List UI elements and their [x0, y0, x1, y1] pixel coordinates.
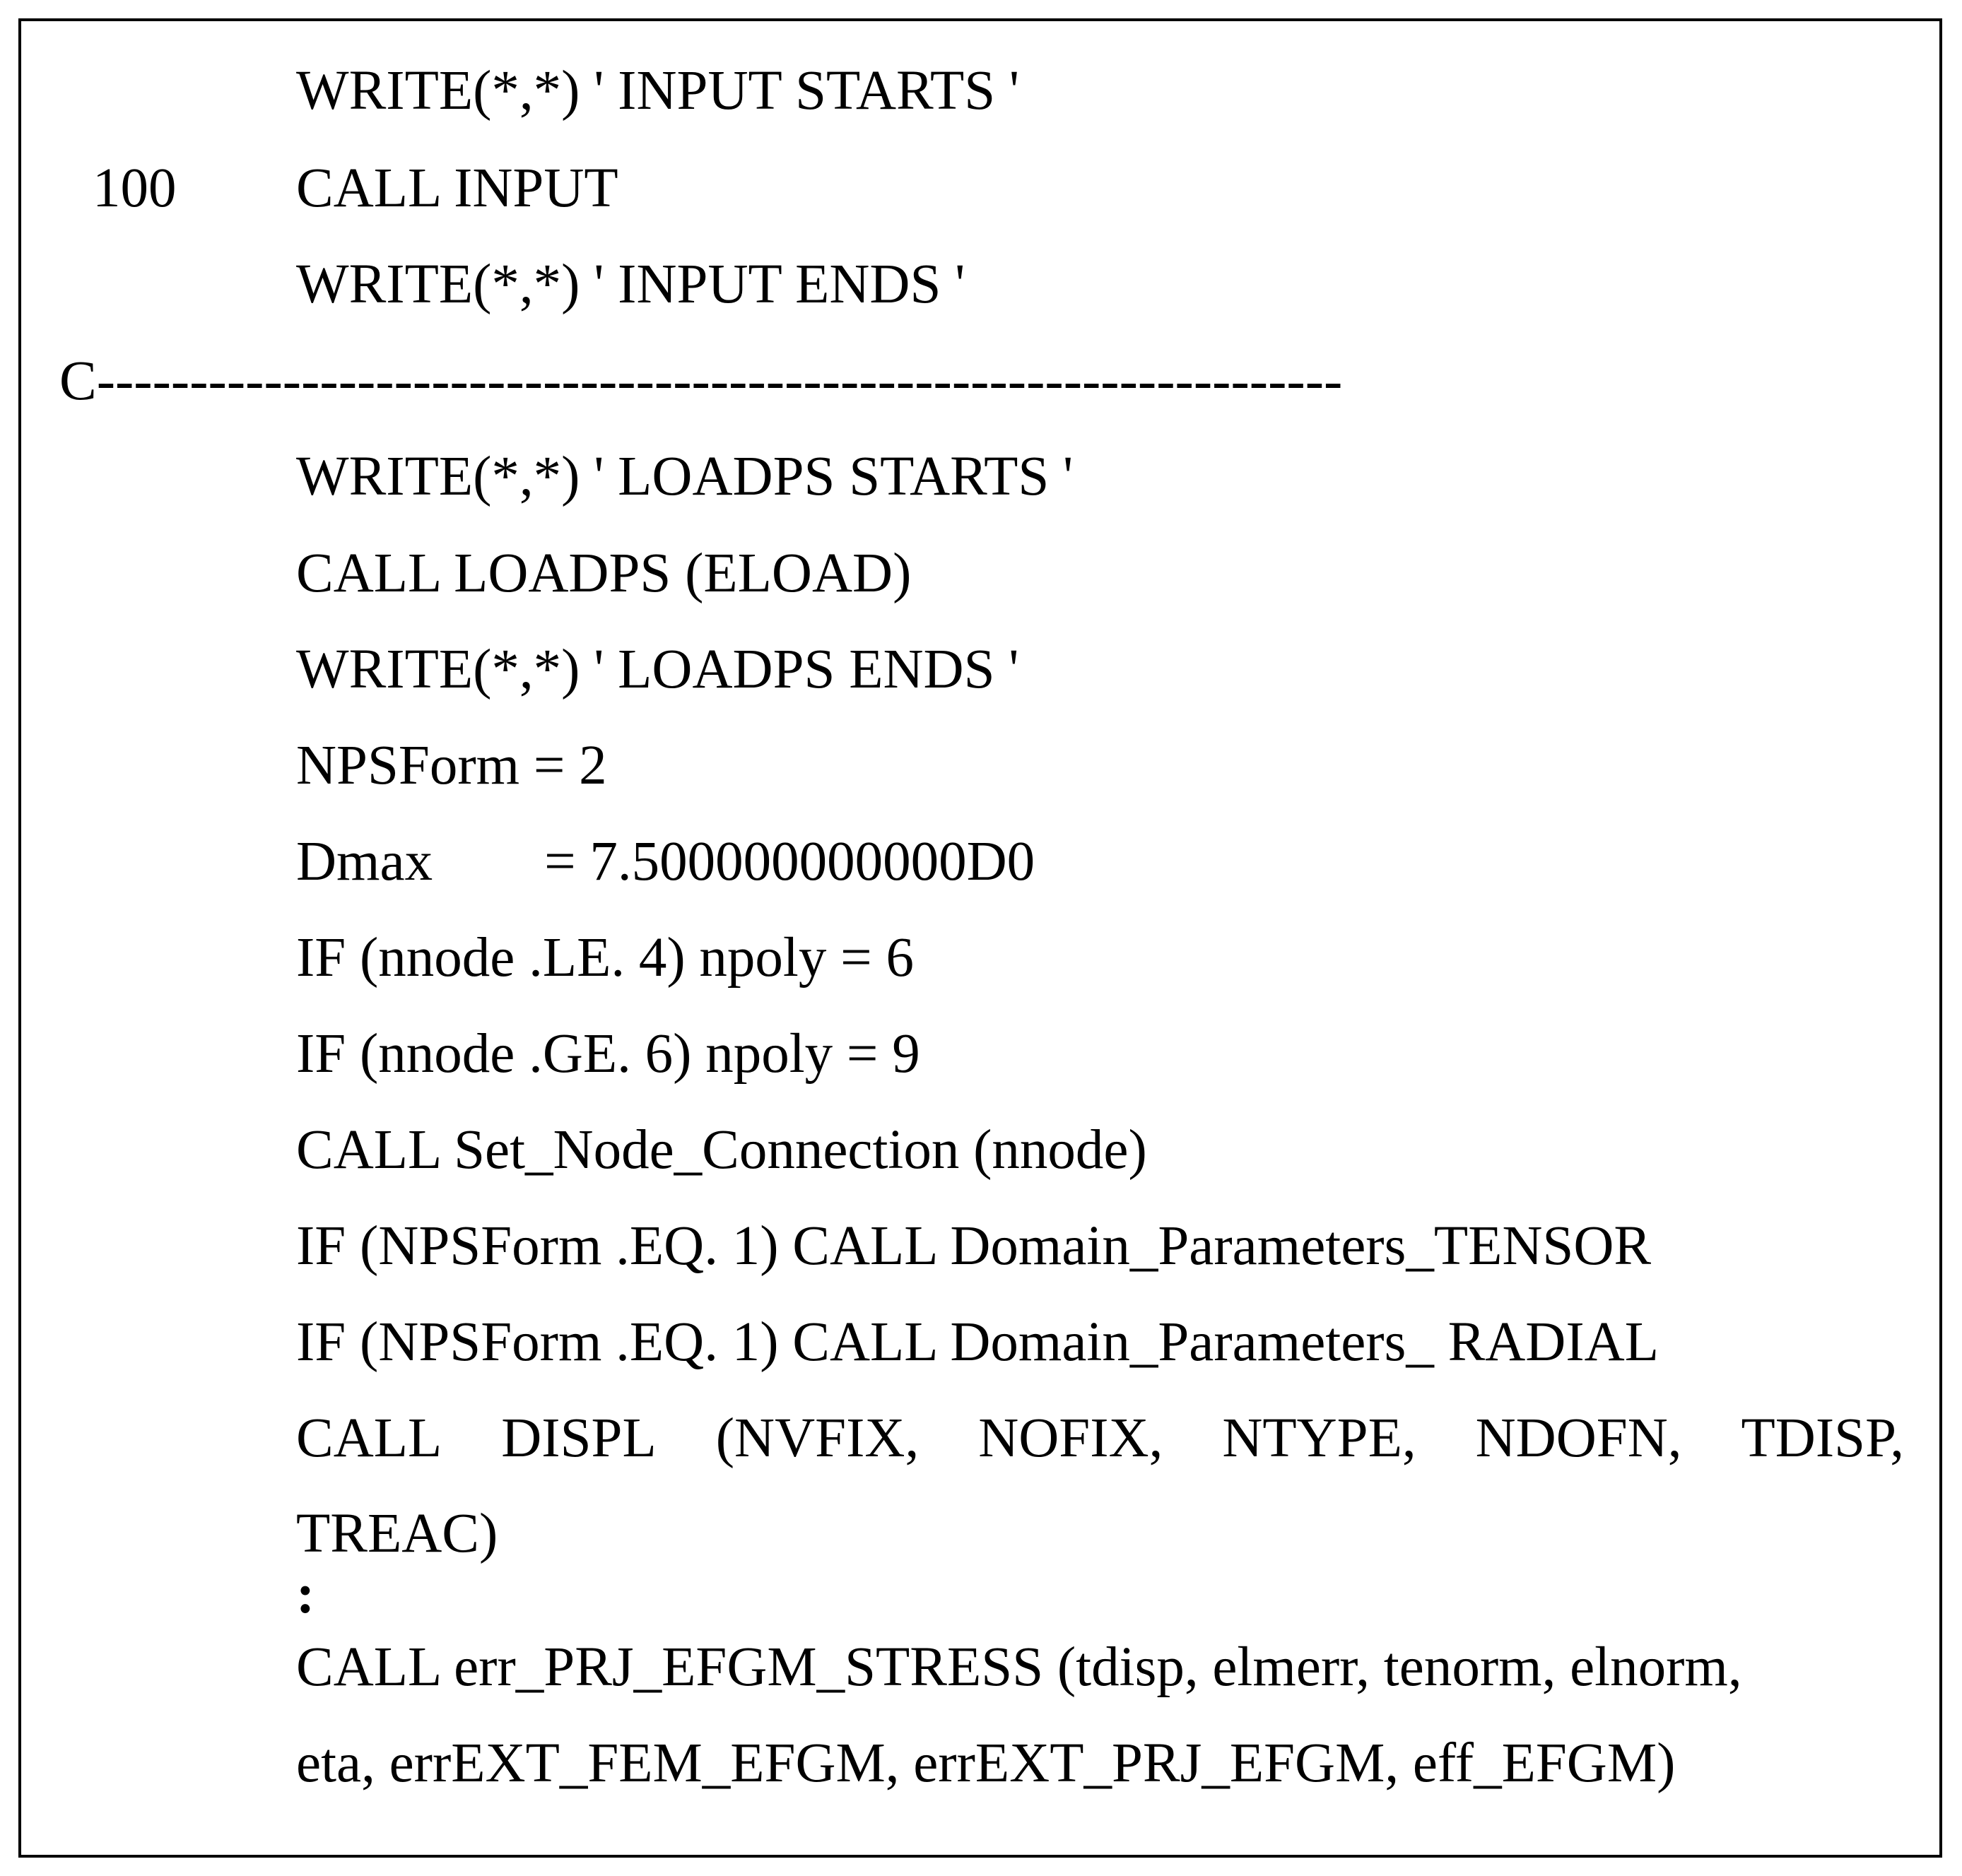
code-line-10: IF (nnode .LE. 4) npoly = 6	[296, 927, 914, 989]
code-line-3: WRITE(*,*) ' INPUT ENDS '	[296, 254, 965, 315]
code-line-1: WRITE(*,*) ' INPUT STARTS '	[296, 60, 1020, 122]
code-line-13: IF (NPSForm .EQ. 1) CALL Domain_Paramete…	[296, 1215, 1652, 1277]
code-listing-frame	[18, 18, 1942, 1858]
code-word: DISPL	[501, 1408, 657, 1469]
code-line-5: WRITE(*,*) ' LOADPS STARTS '	[296, 446, 1074, 507]
code-line-18: CALL err_PRJ_EFGM_STRESS (tdisp, elmerr,…	[296, 1636, 1742, 1698]
comment-separator-line: C---------------------------------------…	[59, 350, 1343, 412]
ellipsis-colon: :	[296, 1564, 315, 1625]
code-word: NDOFN,	[1475, 1408, 1682, 1469]
code-line-19: eta, errEXT_FEM_EFGM, errEXT_PRJ_EFGM, e…	[296, 1733, 1676, 1794]
code-word: TDISP,	[1741, 1408, 1904, 1469]
code-line-16: TREAC)	[296, 1503, 498, 1564]
code-word: (NVFIX,	[715, 1408, 920, 1469]
code-line-2: CALL INPUT	[296, 158, 618, 219]
code-line-12: CALL Set_Node_Connection (nnode)	[296, 1119, 1147, 1181]
statement-label: 100	[93, 158, 177, 219]
code-line-8: NPSForm = 2	[296, 735, 607, 796]
code-word: NTYPE,	[1222, 1408, 1416, 1469]
code-line-9: Dmax = 7.500000000000D0	[296, 831, 1035, 892]
code-line-11: IF (nnode .GE. 6) npoly = 9	[296, 1023, 920, 1085]
code-line-6: CALL LOADPS (ELOAD)	[296, 543, 912, 604]
code-word: CALL	[296, 1408, 442, 1469]
code-line-15-justified: CALL DISPL (NVFIX, NOFIX, NTYPE, NDOFN, …	[296, 1407, 1904, 1470]
code-word: NOFIX,	[978, 1408, 1163, 1469]
code-line-7: WRITE(*,*) ' LOADPS ENDS '	[296, 639, 1019, 700]
code-line-14: IF (NPSForm .EQ. 1) CALL Domain_Paramete…	[296, 1311, 1659, 1373]
